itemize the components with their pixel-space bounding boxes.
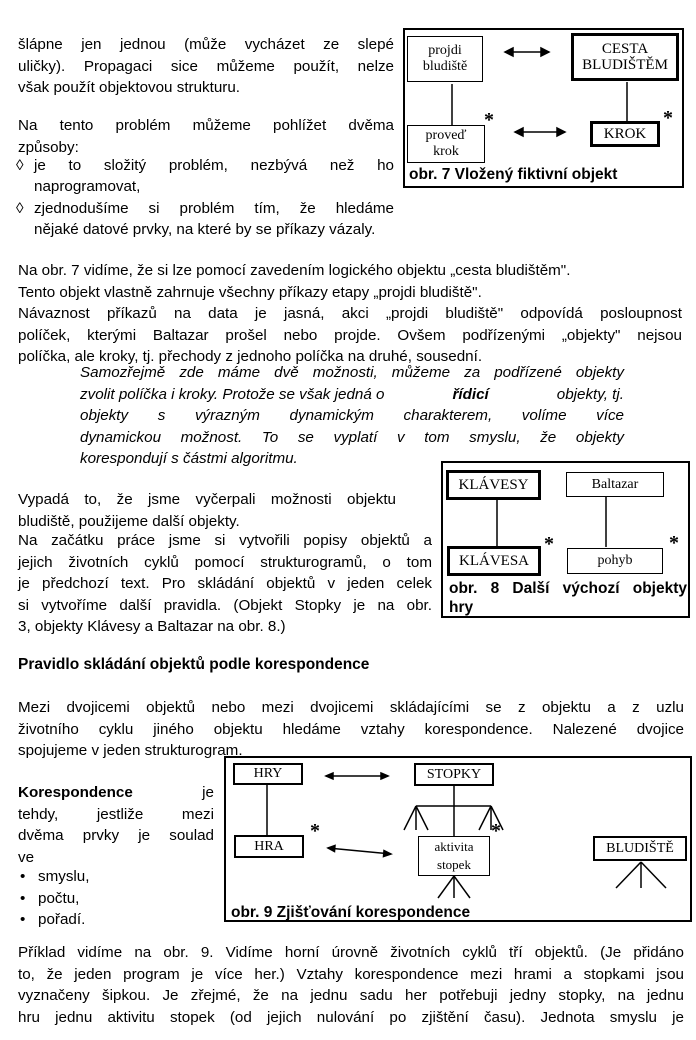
box-krok: KROK [590,121,660,147]
figure-8-connectors [496,496,607,547]
text-line: je předchozí text. Pro skládání objektů … [18,575,432,592]
paragraph-fig7-explanation: Na obr. 7 vidíme, že si lze pomocí zaved… [18,260,682,368]
text-line: Příklad vidíme na obr. 9. Vidíme horní ú… [18,944,684,961]
text-line: Korespondence je [18,782,214,804]
figure-9-caption: obr. 9 Zjišťování korespondence [231,904,471,921]
figure-7-caption: obr. 7 Vložený fiktivní objekt [409,166,618,183]
list-item-text: počtu, [38,889,80,907]
box-klavesa: KLÁVESA [447,546,541,576]
iteration-star-icon: * [491,820,501,842]
iteration-star-icon: * [484,109,494,131]
text-line: tehdy, jestliže mezi [18,805,214,823]
text-line: si vytvoříme další pravidla. (Objekt Sto… [18,596,432,614]
paragraph-italic-note: Samozřejmě zde máme dvě možnosti, můžeme… [80,362,624,470]
list-item-line: zjednodušíme si problém tím, že hledáme [34,200,394,217]
box-proved-krok: proveď krok [407,125,485,163]
text-line: životního cyklu jiného objektu hledáme v… [18,720,684,738]
term-korespondence: Korespondence [18,784,133,801]
text-line: šlápne jen jednou (může vycházet ze slep… [18,36,394,53]
text-line: vyznačeny šipkou. Je zřejmé, že na jednu… [18,987,684,1004]
list-item: ◊ zjednodušíme si problém tím, že hledám… [16,198,436,241]
list-item-line: nějaké datové prvky, na které by se přík… [34,221,376,238]
box-baltazar: Baltazar [566,472,664,497]
figure-8-caption: obr. 8 Další výchozí objekty hry [449,579,687,617]
paragraph-correspondence-definition: Korespondence je tehdy, jestliže mezi dv… [18,782,214,868]
list-item-line: naprogramovat, [34,178,141,195]
list-item-text: smyslu, [38,868,90,885]
text-line: ve [18,848,35,866]
section-heading: Pravidlo skládání objektů podle korespon… [18,656,370,673]
iteration-star-icon: * [310,820,320,842]
text-line: 3, objekty Klávesy a Baltazar na obr. 8.… [18,618,286,635]
text-line: to, že jeden program je více her.) Vztah… [18,965,684,983]
box-bludiste: BLUDIŠTĚ [593,836,687,861]
iteration-star-icon: * [669,532,679,554]
text-line: zvolit políčka i kroky. Protože se však … [80,384,624,406]
figure-9: HRY STOPKY HRA aktivita stopek BLUDIŠTĚ … [224,756,692,922]
text-line: Mezi dvojicemi objektů nebo mezi dvojice… [18,699,684,716]
text-line: jejich životních cyklů pomocí strukturog… [18,553,432,571]
diamond-bullet-icon: ◊ [16,200,24,217]
list-item-text: pořadí. [38,911,86,928]
figure-7: projdi bludiště CESTA BLUDIŠTĚM proveď k… [403,28,684,188]
figure-9-connectors [266,771,667,899]
list-item-line: je to složitý problém, nezbývá než ho [34,157,394,174]
text-line: Samozřejmě zde máme dvě možnosti, můžeme… [80,364,624,381]
box-projdi-bludiste: projdi bludiště [407,36,483,82]
text-line: políček, kterými Baltazar prošel nebo pr… [18,326,682,344]
text-line: políčka, ale kroky, tj. přechody z jedno… [18,348,483,365]
box-pohyb: pohyb [567,548,663,574]
text-line: Na tento problém můžeme pohlížet dvěma [18,117,394,134]
text-fragment: objekty, tj. [556,385,624,403]
caption-line: obr. 8 Další výchozí objekty [449,580,687,597]
text-line: Návaznost příkazů na data je jasná, akci… [18,305,682,322]
paragraph-fig9-explanation: Příklad vidíme na obr. 9. Vidíme horní ú… [18,942,684,1028]
text-line: uličky). Propagaci sice můžeme použít, n… [18,57,394,75]
emphasis-text: řídicí [452,385,489,403]
box-klavesy: KLÁVESY [446,470,541,500]
text-line: Na obr. 7 vidíme, že si lze pomocí zaved… [18,262,571,279]
text-line: Tento objekt vlastně zahrnuje všechny př… [18,283,482,301]
paragraph-approaches: Na tento problém můžeme pohlížet dvěma z… [18,115,394,158]
bullet-icon: • [20,889,26,907]
text-fragment: je [202,784,214,801]
bullet-icon: • [20,911,26,928]
text-line: způsoby: [18,138,79,156]
figure-8: KLÁVESY Baltazar KLÁVESA pohyb * * obr. … [441,461,690,618]
text-line: však použít objektovou strukturu. [18,79,241,96]
diamond-bullet-icon: ◊ [16,157,24,174]
figure-7-connectors [451,46,628,138]
paragraph-correspondence-intro: Mezi dvojicemi objektů nebo mezi dvojice… [18,697,684,762]
text-fragment: zvolit políčka i kroky. Protože se však … [80,385,385,403]
text-line: dynamickou možnost. To se vyplatí v tom … [80,428,624,446]
text-line: objekty s výrazným dynamickým charaktere… [80,407,624,424]
iteration-star-icon: * [663,107,673,129]
text-line: hru jednu aktivitu stopek (od jejich nul… [18,1008,684,1026]
box-stopky: STOPKY [414,763,494,786]
paragraph-intro: šlápne jen jednou (může vycházet ze slep… [18,34,394,99]
iteration-star-icon: * [544,533,554,555]
box-hra: HRA [234,835,304,858]
bullet-icon: • [20,868,26,885]
text-line: bludiště, použijeme další objekty. [18,512,240,530]
text-line: korespondují s částmi algoritmu. [80,450,298,467]
box-cesta-bludistem: CESTA BLUDIŠTĚM [571,33,679,81]
text-line: dvěma prvky je soulad [18,827,214,844]
box-hry: HRY [233,763,303,785]
text-line: spojujeme v jeden strukturogram. [18,742,243,759]
box-aktivita-stopek: aktivita stopek [418,836,490,876]
text-line: Na začátku práce jsme si vytvořili popis… [18,532,432,549]
text-line: Vypadá to, že jsme vyčerpali možnosti ob… [18,491,396,508]
list-item: ◊ je to složitý problém, nezbývá než ho … [16,155,436,198]
approach-list: ◊ je to složitý problém, nezbývá než ho … [16,155,436,241]
paragraph-rules: Na začátku práce jsme si vytvořili popis… [18,530,432,638]
paragraph-exhausted: Vypadá to, že jsme vyčerpali možnosti ob… [18,489,396,532]
caption-line: hry [449,599,474,616]
